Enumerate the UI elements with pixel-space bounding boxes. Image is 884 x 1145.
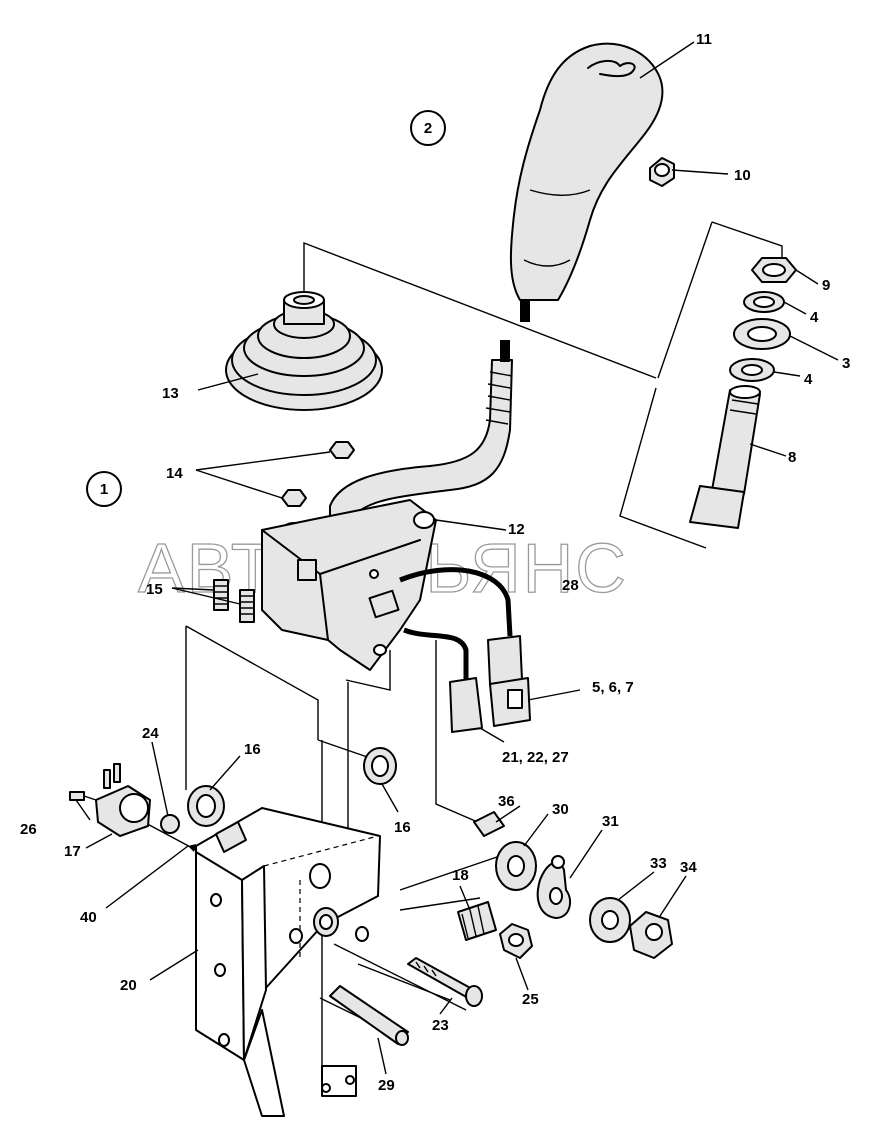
nut-24 (160, 814, 180, 834)
grub-screw-housing (297, 559, 400, 619)
knob-plug (649, 157, 675, 187)
callout-29: 29 (378, 1077, 395, 1094)
grub-screw-15-a (213, 579, 229, 611)
washer-30 (495, 841, 537, 891)
callout-17: 17 (64, 843, 81, 860)
callout-13: 13 (162, 385, 179, 402)
callout-14: 14 (166, 465, 183, 482)
connector-5-6-7 (487, 635, 531, 727)
cable-28 (399, 567, 513, 680)
grub-screw-15-b (239, 589, 255, 623)
washer-3 (733, 318, 791, 350)
callout-4-lower: 4 (804, 371, 813, 388)
callout-labels: 11 10 9 4 3 4 8 13 14 12 28 15 5, 6, 7 2… (20, 31, 850, 1094)
nut-25 (499, 923, 533, 959)
washer-4-upper (743, 291, 785, 313)
switch-17 (95, 763, 151, 837)
callout-5-6-7: 5, 6, 7 (592, 679, 634, 696)
callout-26: 26 (20, 821, 37, 838)
bush-16-right (363, 747, 397, 785)
callout-33: 33 (650, 855, 667, 872)
callout-8: 8 (788, 449, 796, 466)
screw-26 (69, 791, 97, 801)
washer-4-lower (729, 358, 775, 382)
rubber-boot (225, 291, 383, 411)
view-marker-2-text: 2 (424, 120, 432, 137)
lever-housing (261, 499, 437, 671)
callout-15: 15 (146, 581, 163, 598)
callout-23: 23 (432, 1017, 449, 1034)
callout-24: 24 (142, 725, 159, 742)
callout-28: 28 (562, 577, 579, 594)
callout-25: 25 (522, 991, 539, 1008)
nut-9 (751, 257, 797, 283)
callout-30: 30 (552, 801, 569, 818)
callout-40: 40 (80, 909, 97, 926)
callout-16-left: 16 (244, 741, 261, 758)
callout-20: 20 (120, 977, 137, 994)
spacer-8 (689, 385, 761, 529)
pin-36 (473, 811, 505, 837)
callout-16-right: 16 (394, 819, 411, 836)
callout-3: 3 (842, 355, 850, 372)
plate-29 (321, 1065, 357, 1097)
callout-31: 31 (602, 813, 619, 830)
view-marker-1: 1 (86, 471, 122, 507)
callout-12: 12 (508, 521, 525, 538)
bush-16-left (187, 785, 225, 827)
part-40-marker (188, 844, 196, 852)
bracket-20 (195, 807, 381, 1117)
callout-36: 36 (498, 793, 515, 810)
nut-14-upper (329, 441, 355, 459)
view-marker-2: 2 (410, 110, 446, 146)
pin-29 (329, 985, 409, 1046)
gear-knob (509, 42, 664, 322)
bolt-23 (407, 957, 483, 1007)
leader-lines (75, 41, 839, 1075)
cam-31 (536, 855, 572, 919)
callout-21-22-27: 21, 22, 27 (502, 749, 569, 766)
callout-18: 18 (452, 867, 469, 884)
nut-34 (629, 911, 673, 959)
callout-9: 9 (822, 277, 830, 294)
callout-34: 34 (680, 859, 697, 876)
callout-4-upper: 4 (810, 309, 819, 326)
spring-18 (457, 901, 497, 941)
washer-33 (589, 897, 631, 943)
callout-11: 11 (696, 31, 712, 48)
view-marker-1-text: 1 (100, 481, 108, 498)
callout-10: 10 (734, 167, 751, 184)
connector-21-22-27 (449, 677, 483, 733)
